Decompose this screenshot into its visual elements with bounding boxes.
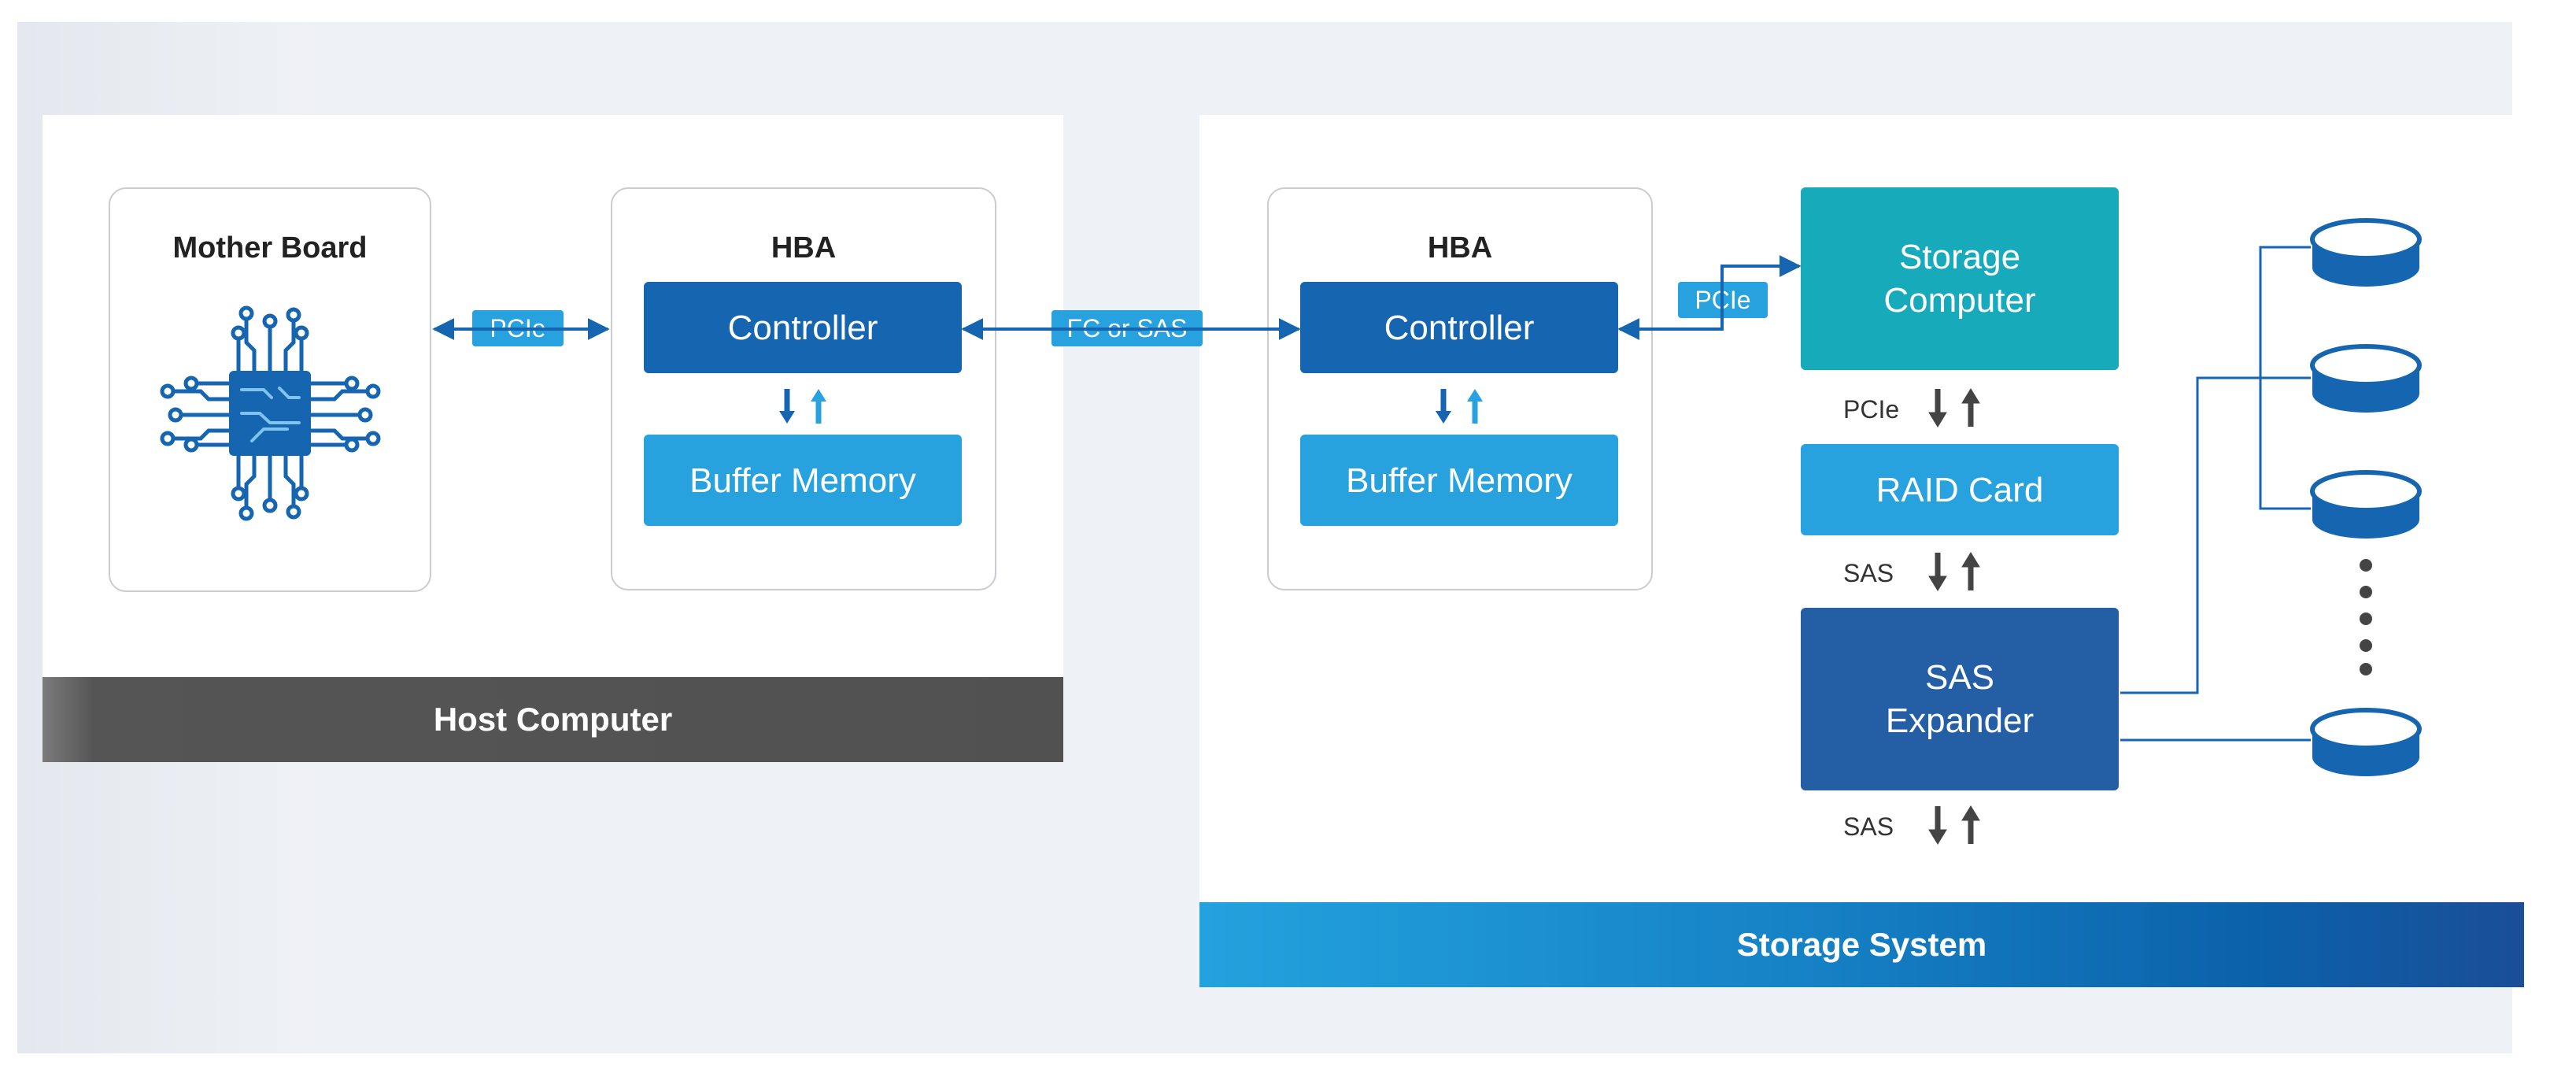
sas-updown-arrows-icon-1 [1928, 552, 1980, 591]
storage-system-bar: Storage System [1199, 902, 2524, 987]
storage-buffer-memory-box: Buffer Memory [1300, 435, 1618, 526]
disk-icon [2310, 708, 2422, 776]
chip-icon [160, 305, 381, 521]
storage-pcie-label: PCIe [1843, 395, 1900, 424]
storage-controller-box: Controller [1300, 282, 1618, 373]
motherboard-card: Mother Board [109, 187, 431, 592]
host-controller-box: Controller [644, 282, 962, 373]
host-hba-title: HBA [771, 231, 837, 265]
storage-sas-label-2: SAS [1843, 812, 1894, 841]
pcie-updown-arrows-icon [1928, 388, 1980, 427]
storage-updown-arrows-icon [1436, 389, 1483, 424]
ellipsis-dots-icon [2360, 559, 2372, 675]
sas-updown-arrows-icon-2 [1928, 805, 1980, 845]
storage-sas-label-1: SAS [1843, 559, 1894, 587]
expander-disk-wiring [2120, 246, 2311, 742]
disk-icon [2310, 470, 2422, 538]
motherboard-title: Mother Board [172, 231, 368, 265]
storage-hba-title: HBA [1427, 231, 1493, 265]
sas-expander-box: SAS Expander [1801, 608, 2119, 790]
storage-computer-box: Storage Computer [1801, 187, 2119, 370]
host-computer-bar: Host Computer [43, 677, 1063, 762]
disk-icon [2310, 344, 2422, 413]
host-updown-arrows-icon [779, 389, 826, 424]
host-buffer-memory-box: Buffer Memory [644, 435, 962, 526]
disk-icon [2310, 218, 2422, 287]
storage-pcie-link [1617, 255, 1802, 340]
raid-card-box: RAID Card [1801, 444, 2119, 535]
